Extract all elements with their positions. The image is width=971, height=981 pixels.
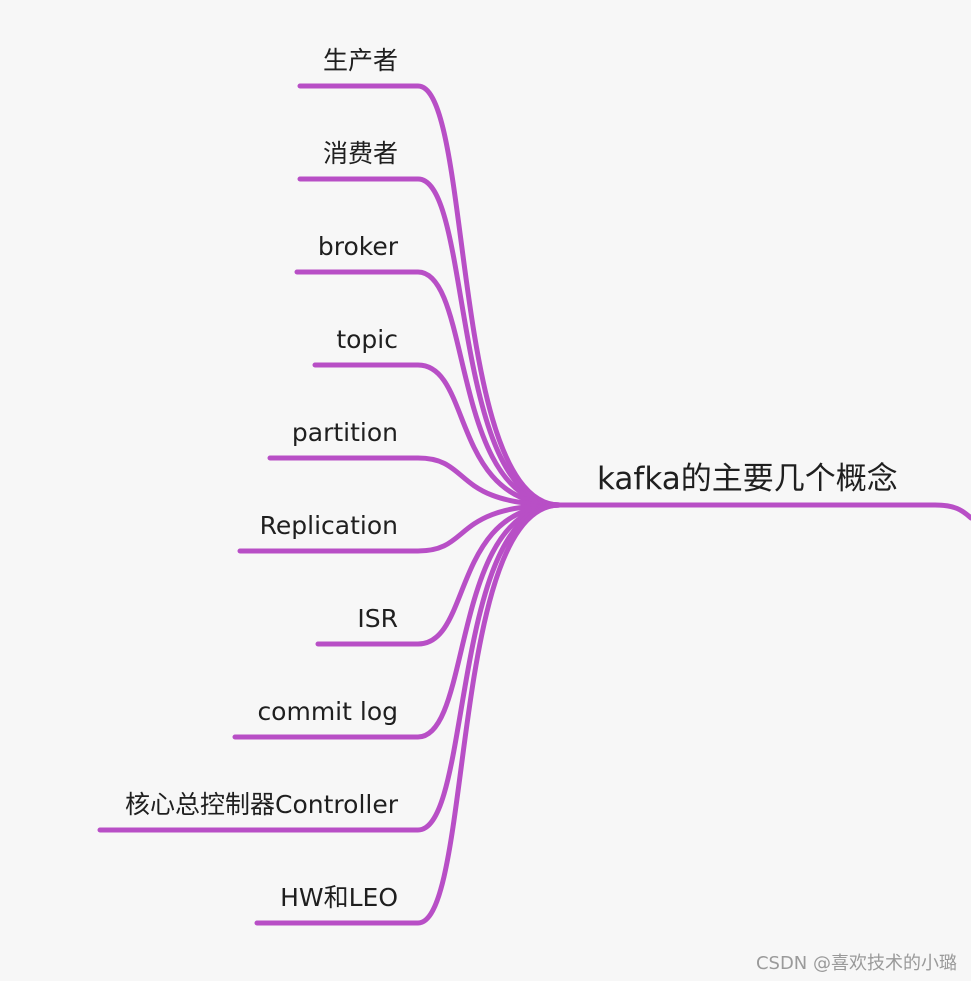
branch-topic[interactable]: ISR	[357, 604, 398, 633]
branch-connector	[312, 362, 563, 508]
branch-topic[interactable]: 消费者	[322, 139, 398, 168]
branch-topic[interactable]: partition	[291, 418, 398, 447]
branch-connector	[297, 83, 563, 508]
branch-connector	[237, 502, 563, 554]
branch-connector	[254, 502, 563, 926]
branch-connector	[297, 176, 563, 508]
root-underline	[557, 502, 971, 521]
branch-topic[interactable]: topic	[336, 325, 398, 354]
branch-topic[interactable]: commit log	[257, 697, 398, 726]
branch-connector	[315, 502, 563, 647]
branch-topic[interactable]: 核心总控制器Controller	[125, 790, 398, 819]
branch-connector	[97, 502, 563, 833]
branch-connector	[232, 502, 563, 740]
branch-topic[interactable]: broker	[317, 232, 398, 261]
branch-topic[interactable]: Replication	[259, 511, 398, 540]
root-topic[interactable]: kafka的主要几个概念	[597, 461, 898, 497]
branch-topic[interactable]: 生产者	[322, 46, 398, 75]
branch-connectors	[97, 83, 563, 926]
branch-topic[interactable]: HW和LEO	[280, 883, 398, 912]
branch-connector	[294, 269, 563, 508]
branch-connector	[267, 455, 563, 508]
watermark: CSDN @喜欢技术的小璐	[755, 953, 957, 974]
